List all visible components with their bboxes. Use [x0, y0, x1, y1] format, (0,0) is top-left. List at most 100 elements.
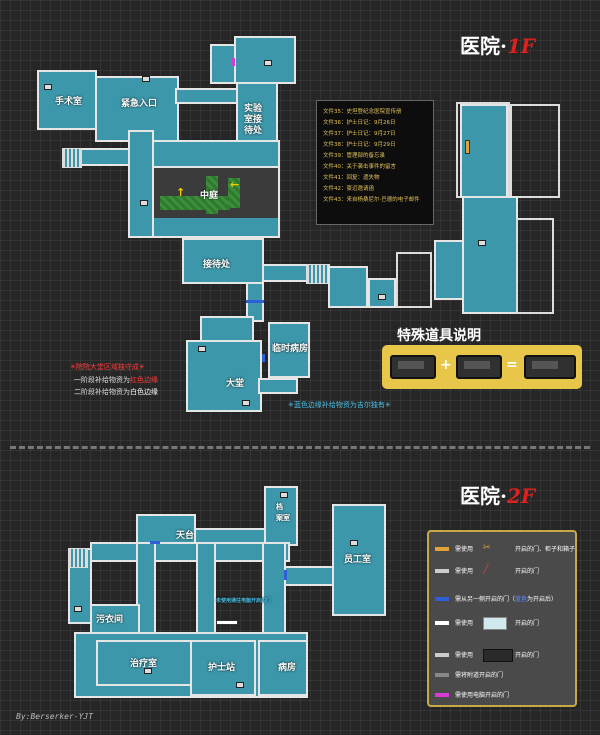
documents-list: 文件35：史坦登纪念医院宣传册 文件36：护士日记：9月26日 文件37：护士日… [316, 100, 434, 225]
author-credit: By:Berserker-YJT [16, 712, 94, 721]
keycard-icon [483, 617, 507, 630]
corridor-f2-east[interactable] [284, 566, 334, 586]
room-east-outline [396, 252, 432, 308]
legend-row-computer: 需使用电脑开启的门 [435, 688, 575, 702]
doc-38[interactable]: 文件38：护士日记：9月29日 [323, 142, 396, 148]
legend-swatch [435, 653, 449, 657]
stairs-east[interactable] [306, 264, 330, 284]
stairs-west[interactable] [62, 148, 82, 168]
supply-item[interactable] [378, 294, 386, 300]
label-rooftop: 天台 [176, 531, 195, 541]
supply-item[interactable] [74, 606, 82, 612]
doc-41[interactable]: 文件41：回复：遗失物 [323, 175, 380, 181]
label-ward: 病房 [278, 663, 297, 673]
door-blue-f2[interactable] [150, 541, 160, 544]
lockpick-icon: ╱ [483, 565, 489, 575]
note-phase2: 二阶段补给物资为白色边缘 [74, 388, 158, 396]
supply-item[interactable] [478, 240, 486, 246]
room-lobby[interactable] [186, 340, 262, 412]
legend-swatch [435, 597, 449, 601]
device-icon [483, 649, 513, 662]
corridor-top[interactable] [175, 88, 240, 104]
east-annex-south [516, 218, 554, 314]
device-part-a-icon [390, 355, 436, 379]
room-east-wing[interactable] [462, 196, 518, 314]
note-jill-exclusive: ✳蓝色边缘补给物资为吉尔独有✳ [288, 401, 391, 409]
door-white-f2[interactable] [216, 620, 238, 625]
doc-43[interactable]: 文件43：来自杨桑尼尔·巴德的电子邮件 [323, 197, 420, 203]
label-archive: 档案室 [276, 503, 290, 522]
supply-item[interactable] [198, 346, 206, 352]
legend-swatch [435, 673, 449, 677]
legend-panel: 需使用 ✂ 开启的门、柜子和箱子 需使用 ╱ 开启的门 需从另一侧开启的门（蓝色… [427, 530, 577, 707]
arrow-up-icon: ↑ [176, 186, 186, 199]
courtyard-hedge-3 [228, 178, 240, 208]
door-bolt-east[interactable] [465, 140, 470, 154]
room-east-closet[interactable] [368, 278, 396, 308]
doc-37[interactable]: 文件37：护士日记：9月27日 [323, 131, 396, 137]
label-staff: 员工室 [344, 555, 372, 565]
room-east-passage[interactable] [434, 240, 464, 300]
legend-row-keycard: 需使用 开启的门 [435, 616, 575, 630]
label-reception: 接待处 [203, 260, 231, 270]
courtyard-hedge-2 [206, 176, 218, 214]
arrow-left-icon: ← [230, 178, 240, 191]
door-blue-ward[interactable] [262, 354, 265, 362]
room-reception[interactable] [182, 238, 264, 284]
supply-item[interactable] [242, 400, 250, 406]
plus-sign: + [440, 357, 452, 373]
legend-row-bolt: 需使用 ✂ 开启的门、柜子和箱子 [435, 542, 575, 556]
room-staff[interactable] [332, 504, 386, 616]
stairs-f2[interactable] [68, 548, 88, 568]
corridor-f2-col2[interactable] [196, 542, 216, 638]
label-treatment: 治疗室 [130, 659, 158, 669]
doc-35[interactable]: 文件35：史坦登纪念医院宣传册 [323, 109, 402, 115]
legend-swatch [435, 569, 449, 573]
supply-item[interactable] [350, 540, 358, 546]
room-nurse-station[interactable] [190, 640, 256, 696]
courtyard-hedge-1 [160, 196, 230, 210]
door-computer[interactable] [232, 58, 235, 66]
corridor-f2-main[interactable] [90, 542, 290, 562]
label-nurse-station: 护士站 [208, 663, 236, 673]
supply-item[interactable] [140, 200, 148, 206]
floor2-title: 医院·2F [460, 484, 536, 508]
label-hidden-door: 未使用通往电脑开启的门 [216, 598, 272, 604]
special-items-panel: + = [382, 345, 582, 389]
small-room-top-left[interactable] [210, 44, 236, 84]
corridor-west-vertical[interactable] [128, 130, 154, 238]
label-lobby: 大堂 [226, 379, 245, 389]
supply-item[interactable] [264, 60, 272, 66]
doc-36[interactable]: 文件36：护士日记：9月26日 [323, 120, 396, 126]
supply-item[interactable] [142, 76, 150, 82]
equals-sign: = [506, 357, 518, 373]
floor-divider [10, 446, 590, 449]
doc-40[interactable]: 文件40：关于袭击事件的留言 [323, 164, 396, 170]
room-east-small[interactable] [328, 266, 368, 308]
corridor-north[interactable] [152, 140, 280, 168]
door-blue-f2-east[interactable] [284, 570, 287, 580]
doc-39[interactable]: 文件39：管理部的备忘录 [323, 153, 385, 159]
supply-item[interactable] [236, 682, 244, 688]
room-temp-ward[interactable] [268, 322, 310, 378]
corridor-f2-col3[interactable] [262, 542, 286, 638]
label-laundry: 污衣间 [96, 615, 124, 625]
note-guarded: ✳院院大堂区域独守成✳ [70, 363, 145, 371]
label-temp-ward: 临时病房 [272, 344, 309, 354]
doc-42[interactable]: 文件42：豪迈邀请函 [323, 186, 374, 192]
note-phase1: 一阶段补给物资为红色边缘 [74, 376, 158, 384]
room-lobby-north[interactable] [200, 316, 254, 342]
label-emergency: 紧急入口 [121, 99, 158, 109]
device-combined-icon [524, 355, 576, 379]
door-blue-south[interactable] [246, 300, 264, 303]
room-surgery[interactable] [37, 70, 97, 130]
label-courtyard: 中庭 [200, 191, 219, 201]
room-ward[interactable] [258, 640, 308, 696]
supply-item[interactable] [44, 84, 52, 90]
floor1-title: 医院·1F [460, 34, 536, 58]
supply-item[interactable] [280, 492, 288, 498]
device-part-b-icon [456, 355, 502, 379]
corridor-lobby-east[interactable] [258, 378, 298, 394]
supply-item[interactable] [144, 668, 152, 674]
